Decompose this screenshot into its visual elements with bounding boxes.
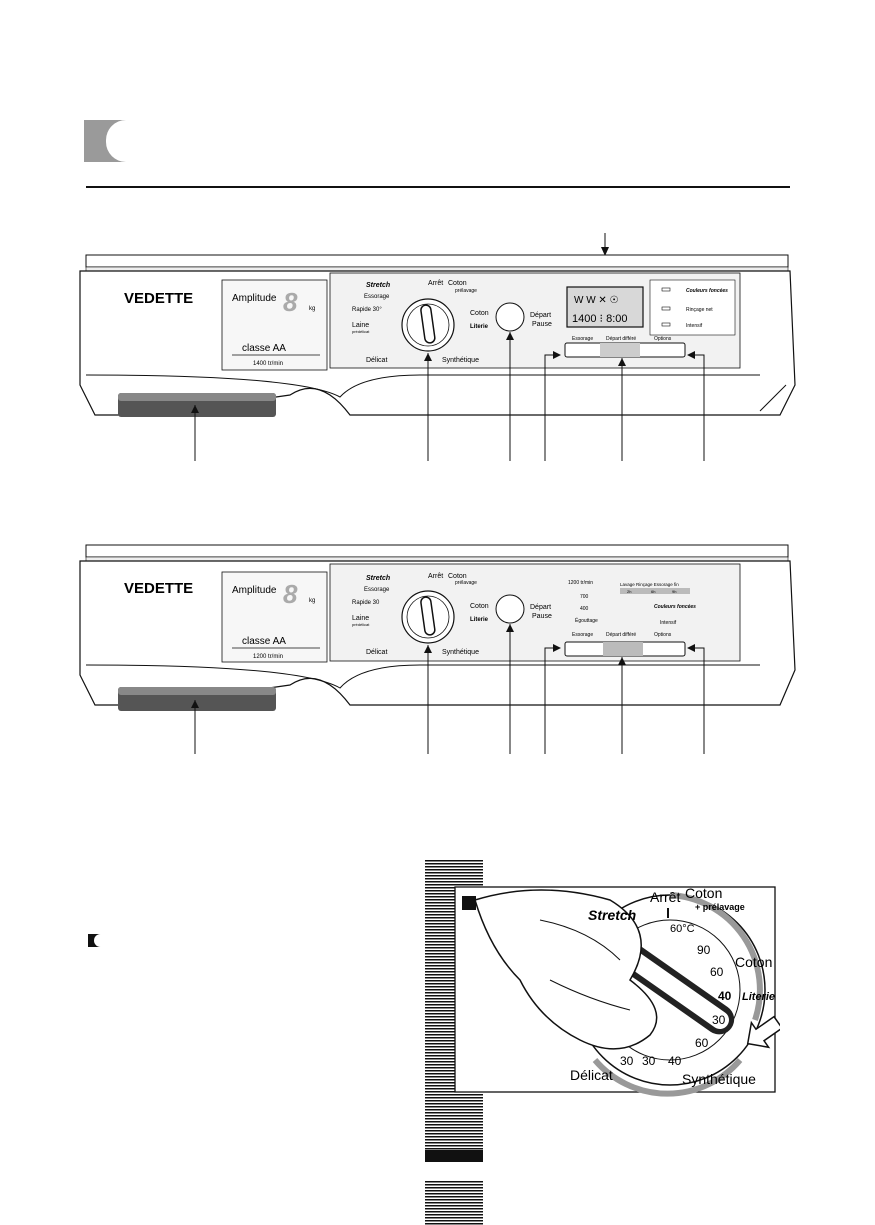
svg-text:Départ différé: Départ différé (606, 336, 636, 342)
svg-text:Options: Options (654, 336, 672, 342)
svg-text:Égouttage: Égouttage (575, 617, 598, 624)
svg-text:90: 90 (697, 943, 711, 957)
hand-drawing (474, 889, 658, 1050)
svg-text:Rapide 30: Rapide 30 (352, 600, 380, 606)
svg-text:Pause: Pause (532, 613, 552, 620)
svg-text:W W ✕ ☉: W W ✕ ☉ (574, 295, 619, 306)
svg-text:Coton: Coton (470, 603, 489, 610)
svg-text:Stretch: Stretch (366, 282, 390, 289)
svg-text:30: 30 (620, 1054, 634, 1068)
svg-text:700: 700 (580, 594, 589, 600)
svg-text:Délicat: Délicat (366, 649, 387, 656)
svg-text:40: 40 (668, 1054, 682, 1068)
svg-text:2h: 2h (627, 589, 631, 594)
svg-text:classe AA: classe AA (242, 636, 286, 647)
svg-text:60: 60 (695, 1036, 709, 1050)
svg-text:Laine: Laine (352, 615, 369, 622)
svg-text:Laine: Laine (352, 322, 369, 329)
svg-text:Coton: Coton (448, 573, 467, 580)
svg-text:Délicat: Délicat (570, 1067, 613, 1083)
model-name: Amplitude (232, 293, 277, 304)
svg-text:Coton: Coton (470, 310, 489, 317)
svg-text:30: 30 (712, 1013, 726, 1027)
svg-text:60°C: 60°C (670, 923, 695, 935)
dial-closeup-illustration: Stretch Arrêt Coton + prélavage 60°C 90 … (425, 860, 780, 1225)
delayed-start-button[interactable] (600, 343, 640, 357)
svg-text:40: 40 (718, 989, 732, 1003)
svg-text:Stretch: Stretch (588, 907, 636, 923)
svg-text:30: 30 (642, 1054, 656, 1068)
svg-text:Literie: Literie (470, 617, 489, 623)
class-label: classe AA (242, 343, 286, 354)
subsection-marker (88, 934, 101, 947)
svg-text:Intensif: Intensif (660, 620, 677, 626)
section-marker (84, 120, 126, 162)
svg-text:Options: Options (654, 632, 672, 638)
svg-text:VEDETTE: VEDETTE (124, 580, 193, 597)
speed-label: 1400 tr/min (253, 361, 283, 367)
svg-text:400: 400 (580, 606, 589, 612)
capacity-digit: 8 (283, 287, 298, 317)
svg-text:Essorage: Essorage (364, 294, 390, 300)
svg-text:Rapide 30°: Rapide 30° (352, 307, 382, 313)
svg-text:Couleurs foncées: Couleurs foncées (686, 288, 728, 294)
svg-text:Synthétique: Synthétique (682, 1071, 756, 1087)
start-pause-button-2[interactable] (495, 594, 525, 624)
svg-text:Départ: Départ (530, 604, 551, 611)
svg-text:Literie: Literie (742, 991, 775, 1003)
capacity-unit: kg (309, 306, 315, 312)
svg-text:Essorage: Essorage (364, 587, 390, 593)
pointer-arrowhead (601, 247, 609, 256)
panel-top-bar (85, 254, 789, 268)
display-digits: 1400 ⁝ 8:00 (572, 313, 628, 325)
section-rule (86, 186, 790, 188)
svg-text:9h: 9h (672, 589, 676, 594)
svg-text:Couleurs foncées: Couleurs foncées (654, 604, 696, 610)
svg-text:Pause: Pause (532, 321, 552, 328)
svg-text:prédélicat: prédélicat (352, 622, 370, 627)
pointer-arrow-outline (746, 1015, 780, 1049)
control-panel-1: VEDETTE Amplitude 8 kg classe AA 1400 tr… (79, 233, 796, 461)
svg-text:Lavage Rinçage Essorage fin: Lavage Rinçage Essorage fin (620, 582, 679, 587)
svg-text:Rinçage net: Rinçage net (686, 307, 713, 313)
start-pause-button[interactable] (495, 302, 525, 332)
svg-text:60: 60 (710, 965, 724, 979)
svg-text:prélavage: prélavage (455, 580, 477, 586)
svg-text:Coton: Coton (685, 885, 722, 901)
svg-text:prélavage: prélavage (455, 288, 477, 294)
svg-text:prédélicat: prédélicat (352, 329, 370, 334)
svg-text:8: 8 (283, 579, 298, 609)
svg-text:Synthétique: Synthétique (442, 649, 479, 656)
svg-text:Coton: Coton (735, 954, 772, 970)
svg-text:Stretch: Stretch (366, 575, 390, 582)
svg-text:kg: kg (309, 598, 315, 604)
svg-text:Départ: Départ (530, 312, 551, 319)
svg-text:Literie: Literie (470, 324, 489, 330)
brand-logo: VEDETTE (124, 290, 193, 307)
svg-text:1200 tr/min: 1200 tr/min (253, 654, 283, 660)
svg-text:Amplitude: Amplitude (232, 585, 277, 596)
svg-text:Essorage: Essorage (572, 632, 593, 638)
svg-text:Arrêt: Arrêt (428, 573, 443, 580)
svg-text:Synthétique: Synthétique (442, 357, 479, 364)
svg-text:1200 tr/min: 1200 tr/min (568, 580, 593, 586)
svg-text:Coton: Coton (448, 280, 467, 287)
control-panel-2: VEDETTE Amplitude 8 kg classe AA 1200 tr… (79, 544, 796, 754)
svg-text:6h: 6h (651, 589, 655, 594)
svg-text:+ prélavage: + prélavage (695, 902, 745, 912)
svg-text:Intensif: Intensif (686, 323, 703, 329)
svg-text:Départ différé: Départ différé (606, 632, 636, 638)
lcd-display (566, 286, 644, 328)
svg-text:Arrêt: Arrêt (428, 280, 443, 287)
svg-text:Essorage: Essorage (572, 336, 593, 342)
svg-text:Arrêt: Arrêt (650, 889, 680, 905)
svg-text:Délicat: Délicat (366, 357, 387, 364)
